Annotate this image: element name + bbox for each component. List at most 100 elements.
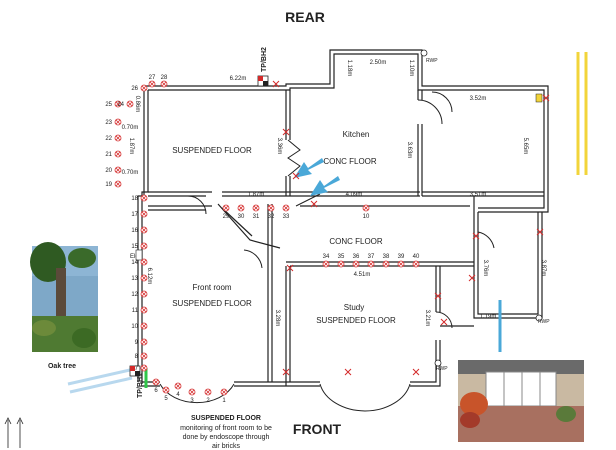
wall-cross-marker: [542, 94, 550, 102]
monitoring-point: 15: [131, 242, 148, 250]
monitoring-point: 11: [132, 306, 148, 314]
tpbh2-marker: TP/BH2: [257, 47, 269, 87]
rear-heading: REAR: [285, 9, 325, 25]
point-label: 25: [105, 102, 112, 108]
wall-cross-marker: [440, 318, 448, 326]
dim-label: 4.09m: [346, 192, 363, 198]
point-cross: [141, 195, 147, 201]
point-label: 36: [353, 254, 360, 260]
monitoring-point: 14: [131, 258, 148, 266]
monitoring-point: 21: [105, 150, 122, 158]
point-cross: [363, 205, 369, 211]
rear-floor-label: SUSPENDED FLOOR: [172, 146, 252, 155]
point-cross: [141, 323, 147, 329]
dim-label: 3.28m: [274, 310, 280, 327]
monitoring-point: 33: [282, 204, 290, 220]
point-label: 22: [105, 136, 112, 142]
monitoring-point: 2: [204, 388, 212, 404]
point-label: 2: [206, 398, 210, 404]
arrow-icon: [294, 158, 324, 178]
point-label: 10: [363, 214, 370, 220]
point-label: 19: [105, 182, 112, 188]
monitoring-point: 4: [174, 382, 182, 398]
monitoring-point: 40: [412, 254, 420, 268]
wall-cross-marker: [282, 368, 290, 376]
point-cross: [268, 205, 274, 211]
dim-label: 3.21m: [424, 310, 430, 327]
wall-cross-marker: [412, 368, 420, 376]
point-cross: [238, 205, 244, 211]
point-cross: [141, 211, 147, 217]
wall-cross-marker: [434, 292, 442, 300]
rwp-label: RWP: [538, 319, 550, 325]
door-swings: [159, 91, 495, 412]
monitoring-point: 32: [267, 204, 275, 220]
wall-cross-marker: [286, 264, 294, 272]
point-label: 7: [135, 366, 139, 372]
tpbh1-marker: TP/BH1: [129, 365, 144, 398]
point-cross: [161, 81, 167, 87]
point-label: 23: [105, 120, 112, 126]
point-cross: [189, 389, 195, 395]
arrow-icon: [310, 176, 340, 196]
point-cross: [141, 85, 147, 91]
monitoring-point: 17: [131, 210, 148, 218]
kitchen-label: Kitchen: [343, 130, 370, 139]
point-cross: [353, 261, 359, 267]
monitoring-point: 39: [397, 254, 405, 268]
monitoring-point: 24: [117, 100, 134, 108]
point-cross: [141, 243, 147, 249]
point-cross: [283, 205, 289, 211]
point-cross: [383, 261, 389, 267]
monitoring-point: 6: [152, 378, 160, 394]
point-cross: [115, 181, 121, 187]
yellow-lines: [576, 52, 588, 175]
point-cross: [368, 261, 374, 267]
yellow-box: [535, 93, 543, 103]
wall-cross-marker: [472, 232, 480, 240]
point-cross: [153, 379, 159, 385]
monitoring-point: 19: [105, 180, 122, 188]
point-label: 1: [222, 398, 226, 404]
dim-label: 5.65m: [522, 138, 528, 155]
monitoring-point: 1: [220, 388, 228, 404]
point-label: 9: [135, 340, 139, 346]
point-cross: [223, 205, 229, 211]
monitoring-point: 29: [222, 204, 230, 220]
point-label: 21: [105, 152, 112, 158]
monitoring-point: 7: [135, 364, 148, 372]
wall-cross-marker: [310, 200, 318, 208]
arrow-markers: [4, 417, 24, 448]
point-label: 14: [131, 260, 138, 266]
elec-box: [135, 249, 143, 261]
point-label: 31: [253, 214, 260, 220]
tpbh2-label: TP/BH2: [261, 47, 268, 72]
wall-cross-marker: [536, 228, 544, 236]
point-label: 27: [149, 75, 156, 81]
point-label: 13: [131, 276, 138, 282]
monitoring-point: 16: [131, 226, 148, 234]
dim-label: 3.63m: [406, 142, 412, 159]
point-cross: [141, 259, 147, 265]
wall-cross-marker: [344, 368, 352, 376]
point-label: 38: [383, 254, 390, 260]
monitoring-point: 20: [105, 166, 122, 174]
point-label: 35: [338, 254, 345, 260]
point-label: 15: [131, 244, 138, 250]
point-label: 12: [131, 292, 138, 298]
point-cross: [338, 261, 344, 267]
tpbh1-label: TP/BH1: [137, 373, 144, 398]
rwp-icon: [535, 314, 543, 322]
point-label: 40: [413, 254, 420, 260]
point-cross: [141, 227, 147, 233]
rwp-icon: [420, 49, 428, 57]
note-line-1: SUSPENDED FLOOR: [191, 415, 261, 422]
front-heading: FRONT: [293, 421, 342, 437]
point-cross: [205, 389, 211, 395]
point-cross: [115, 151, 121, 157]
wall-cross-marker: [282, 128, 290, 136]
note-block: SUSPENDED FLOOR monitoring of front room…: [180, 415, 272, 450]
dim-label: 3.52m: [470, 96, 487, 102]
point-cross: [141, 307, 147, 313]
blue-arrows: [294, 158, 340, 196]
